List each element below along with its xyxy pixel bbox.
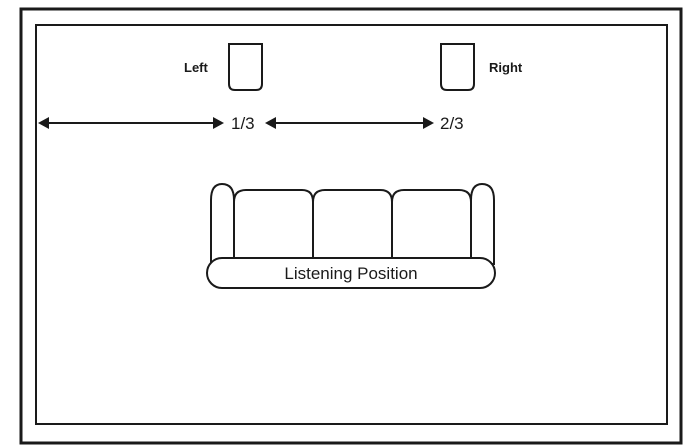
couch-cushion-left bbox=[233, 189, 314, 265]
arrowhead-right-icon bbox=[213, 117, 224, 129]
couch-cushion-right bbox=[391, 189, 472, 265]
arrowhead-right-icon bbox=[423, 117, 434, 129]
arrow-left-to-right-speaker bbox=[265, 117, 434, 129]
arrow-wall-to-left-speaker bbox=[38, 117, 224, 129]
couch-left-arm bbox=[210, 182, 235, 265]
distance-markers: 1/3 2/3 bbox=[38, 114, 464, 133]
left-speaker-icon bbox=[228, 43, 263, 91]
room-inner-wall bbox=[35, 24, 668, 425]
listening-position-label: Listening Position bbox=[284, 264, 417, 283]
room-outline bbox=[19, 7, 683, 445]
right-speaker-label: Right bbox=[489, 60, 523, 75]
right-speaker: Right bbox=[440, 43, 523, 91]
arrowhead-left-icon bbox=[38, 117, 49, 129]
left-speaker: Left bbox=[184, 43, 263, 91]
second-fraction-label: 2/3 bbox=[440, 114, 464, 133]
first-fraction-label: 1/3 bbox=[231, 114, 255, 133]
right-speaker-icon bbox=[440, 43, 475, 91]
left-speaker-label: Left bbox=[184, 60, 209, 75]
arrowhead-left-icon bbox=[265, 117, 276, 129]
couch-cushion-middle bbox=[312, 189, 393, 265]
couch-seat bbox=[206, 257, 496, 289]
couch-right-arm bbox=[470, 182, 495, 265]
couch: Listening Position bbox=[206, 182, 496, 289]
room-outer-wall bbox=[19, 7, 683, 445]
